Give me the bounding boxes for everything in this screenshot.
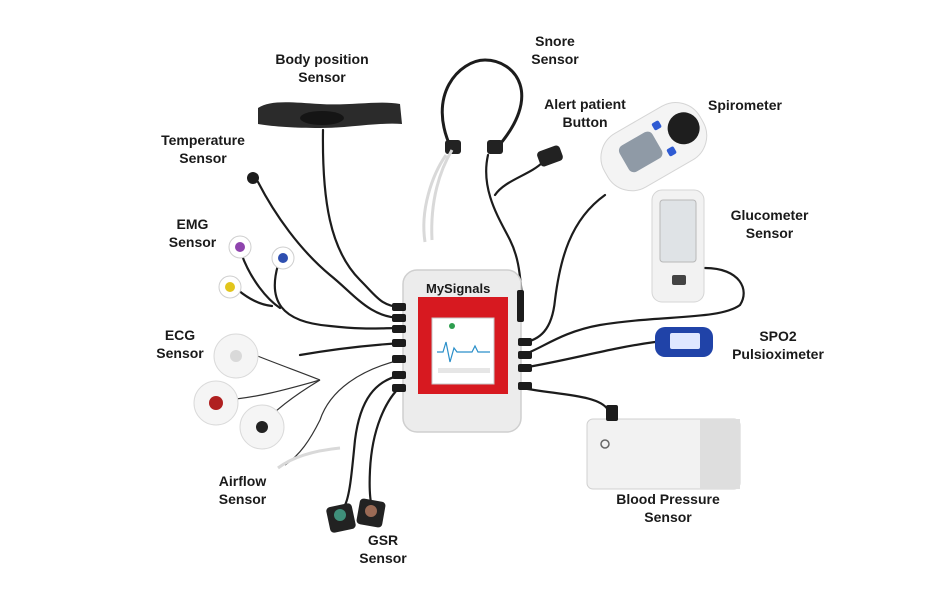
cables [224, 128, 745, 509]
gsr-sensor-icon [326, 498, 386, 533]
mysignals-device [392, 269, 532, 433]
emg-electrodes-icon [218, 235, 295, 299]
label-blood-pressure: Blood Pressure Sensor [616, 491, 720, 525]
label-ecg: ECG Sensor [156, 327, 204, 361]
label-alert-button: Alert patient Button [544, 96, 626, 130]
body-position-sensor-icon [258, 102, 402, 128]
airflow-sensor-icon [277, 446, 341, 470]
label-spo2: SPO2 Pulsioximeter [732, 328, 824, 362]
label-body-position: Body position Sensor [275, 51, 369, 85]
label-airflow: Airflow Sensor [218, 473, 267, 507]
device-brand: MySignals [426, 281, 490, 296]
glucometer-icon [651, 189, 705, 303]
spo2-pulsioximeter-icon [655, 327, 713, 357]
label-spirometer: Spirometer [708, 97, 782, 113]
label-temperature: Temperature Sensor [161, 132, 245, 166]
ecg-electrodes-icon [193, 333, 285, 450]
blood-pressure-sensor-icon [586, 405, 741, 490]
label-emg: EMG Sensor [168, 216, 217, 250]
snore-sensor-icon [422, 58, 524, 243]
label-snore: Snore Sensor [531, 33, 579, 67]
label-glucometer: Glucometer Sensor [730, 207, 809, 241]
spirometer-icon [600, 102, 708, 192]
label-gsr: GSR Sensor [359, 532, 407, 566]
alert-button-icon [537, 145, 563, 167]
temperature-sensor-icon [247, 172, 259, 184]
